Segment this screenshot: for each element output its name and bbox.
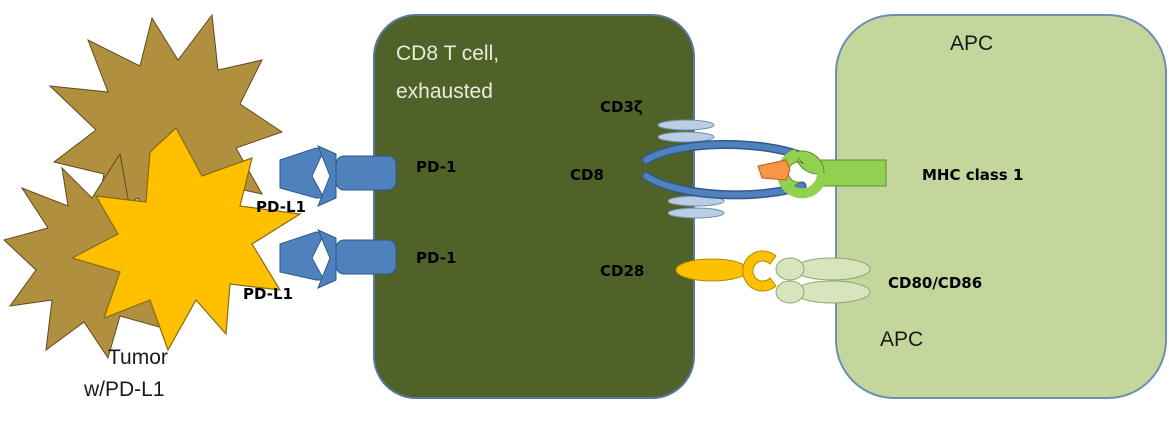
apc-title-bottom: APC [880,328,923,351]
cd28-label: CD28 [600,262,644,280]
cd28-stem [675,258,749,282]
tcell-title-line2: exhausted [396,80,493,103]
pd1-upper-stem [335,155,397,191]
apc-title-top: APC [950,32,993,55]
pdl1-lower [279,231,325,281]
cd8-arm-upper-fill [643,141,805,163]
cd28-head [742,250,777,292]
tumor-front-star [70,127,302,352]
pdl1-upper [279,147,325,199]
cd80-cd86-label: CD80/CD86 [888,274,982,292]
apc-cell [835,14,1167,399]
pdl1-pd1-pair-upper [279,145,397,207]
cd3z-chain-2 [657,131,715,143]
pd1-lower-cup [317,229,337,289]
antigen-peptide [757,159,791,181]
cd80-bead-upper [775,257,805,281]
pd1-upper-cup [317,145,337,207]
mhc-class1-label: MHC class 1 [922,166,1023,184]
cd3z-label: CD3ζ [600,98,643,116]
pd1-upper-label: PD-1 [416,158,456,176]
pdl1-lower-label: PD-L1 [243,285,293,303]
tumor-caption-line1: Tumor [108,346,168,369]
cd3z-chain-4 [667,207,725,219]
cd86-lower [793,280,871,304]
cd86-bead-lower [775,280,805,304]
pdl1-upper-label: PD-L1 [256,198,306,216]
cd80-upper [793,257,871,281]
mhc-class1-stem [817,159,887,187]
pd1-lower-stem [335,239,397,275]
tumor-caption-line2: w/PD-L1 [83,378,165,401]
cd8-t-cell [373,14,695,399]
pd1-lower-label: PD-1 [416,249,456,267]
tcell-title-line1: CD8 T cell, [396,42,499,65]
cd8-label: CD8 [570,166,604,184]
pdl1-pd1-pair-lower [279,229,397,289]
cd3z-chain-1 [657,119,715,131]
